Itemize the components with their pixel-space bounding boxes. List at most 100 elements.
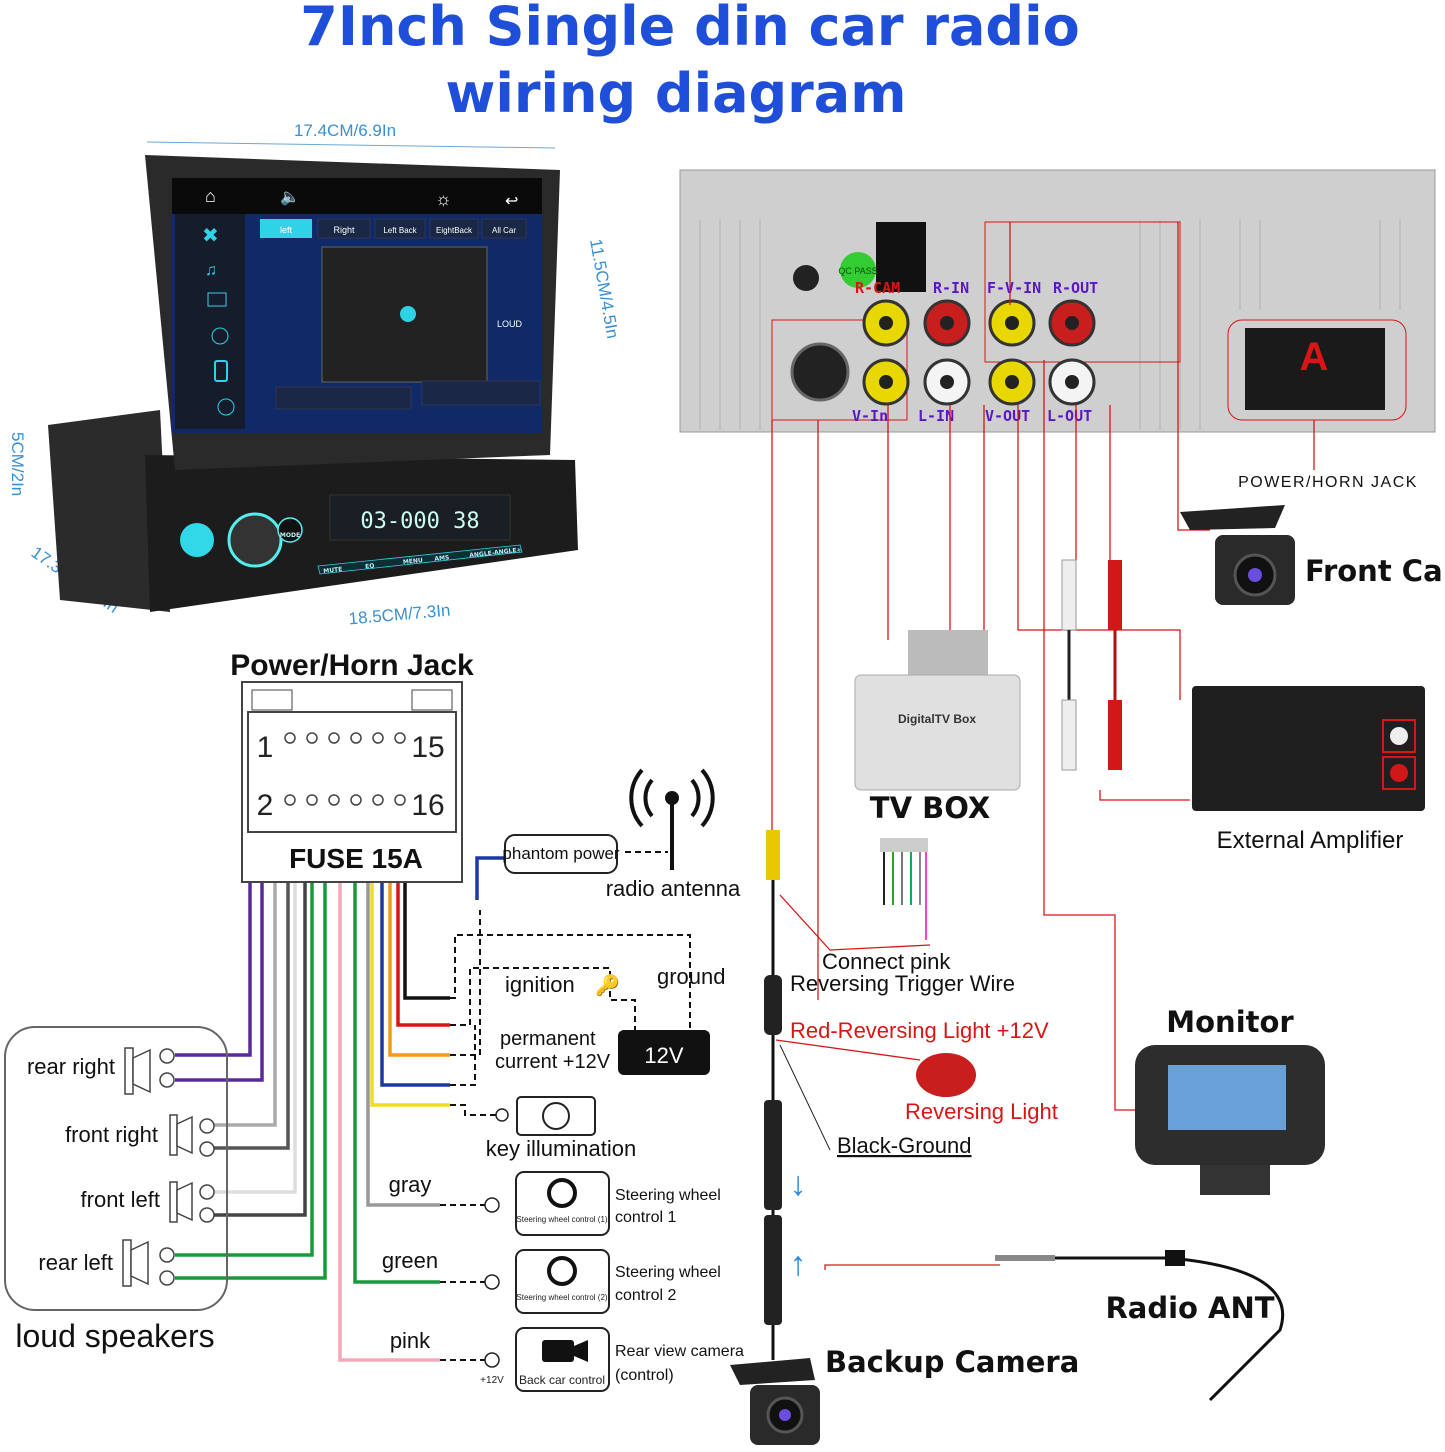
black-ground-label: Black-Ground (837, 1133, 972, 1158)
swc2-box-label: Steering wheel control (2) (516, 1293, 607, 1302)
tab-left[interactable] (260, 219, 312, 238)
power-horn-jack-label: POWER/HORN JACK (1238, 474, 1418, 491)
dim-width-top: 17.4CM/6.9In (294, 121, 396, 140)
mode-button-label: MODE (280, 532, 300, 539)
front-camera: Front Camera (1180, 505, 1445, 605)
screen-tabs: left Right Left Back EightBack All Car (260, 218, 527, 239)
power-knob (180, 523, 214, 557)
pin-16: 16 (411, 789, 444, 822)
monitor: Monitor (1135, 1005, 1325, 1195)
jack-label-v-in: V-In (852, 407, 888, 425)
angle-plus-button-label: ANGLE+ (494, 547, 522, 557)
tab-right[interactable] (317, 218, 371, 239)
brightness-icon: ☼ (435, 189, 452, 209)
dashed-connections (440, 851, 691, 1361)
faceplate-button-strip (317, 544, 523, 575)
connect-pink-label: Connect pink (822, 949, 951, 974)
swc1-label-2: control 1 (615, 1209, 676, 1226)
home-icon: ⌂ (205, 186, 216, 206)
radio-ant-label: Radio ANT (1105, 1291, 1274, 1325)
music-icon: ♫ (205, 262, 217, 279)
external-amplifier: External Amplifier (1192, 686, 1425, 854)
swc2-box (515, 1249, 610, 1314)
radio-antenna-label: radio antenna (606, 876, 741, 901)
loud-speakers-label: loud speakers (15, 1318, 214, 1354)
radio-antenna-cable: Radio ANT (995, 1250, 1285, 1402)
tab-label: All Car (492, 226, 516, 235)
volume-knob (227, 512, 283, 568)
connection-labels: phantom power radio antenna ignition 🔑 g… (382, 768, 744, 1392)
speaker-rear-right-label: rear right (27, 1054, 115, 1079)
phantom-power-label: phantom power (502, 844, 620, 863)
tab-eight-back[interactable] (429, 218, 479, 239)
dim-height: 11.5CM/4.5In (586, 237, 622, 340)
key-icon: 🔑 (595, 973, 620, 997)
jack-label-r-in: R-IN (933, 279, 969, 297)
jack-label-v-out: V-OUT (985, 407, 1030, 425)
monitor-label: Monitor (1166, 1005, 1294, 1039)
pin-15: 15 (411, 731, 444, 764)
trigger-wire-label: Reversing Trigger Wire (790, 971, 1015, 996)
tab-left-back[interactable] (374, 218, 426, 239)
swc1-box (515, 1171, 610, 1236)
back-icon: ↩ (505, 193, 518, 210)
gray-label: gray (389, 1172, 432, 1197)
eq-button-label: EQ (365, 563, 375, 571)
antenna-socket (790, 342, 850, 402)
jack-label-l-in: L-IN (918, 407, 954, 425)
swc1-label-1: Steering wheel (615, 1187, 721, 1204)
rear-cam-label-2: (control) (615, 1367, 674, 1384)
harness-wires (175, 856, 505, 1362)
balance-handle[interactable] (400, 306, 416, 322)
pin-2: 2 (257, 789, 274, 822)
backup-camera-label: Backup Camera (825, 1345, 1079, 1379)
jack-label-r-cam: R-CAM (855, 279, 900, 297)
swc1-box-label: Steering wheel control (1) (516, 1215, 607, 1224)
swc2-label-2: control 2 (615, 1287, 676, 1304)
qc-sticker-text: QC PASS (838, 266, 877, 276)
steering-wheel-icon (547, 1178, 577, 1208)
backup-camera: Backup Camera (730, 1345, 1079, 1445)
jack-label-r-out: R-OUT (1053, 279, 1098, 297)
battery-label: 12V (644, 1043, 683, 1068)
tab-label: Left Back (383, 226, 417, 235)
ground-label: ground (657, 964, 726, 989)
permanent-current-label: current +12V (495, 1051, 611, 1073)
front-camera-label: Front Camera (1305, 554, 1445, 588)
rear-panel: QC PASS R-CAM R-IN F-V-IN R-OUT V-In L-I… (679, 169, 1436, 491)
speaker-rear-left-label: rear left (38, 1250, 113, 1275)
dim-depth-left: 5CM/2In (8, 432, 27, 496)
mute-button-label: MUTE (323, 566, 343, 575)
pin-1: 1 (257, 731, 274, 764)
reversing-labels: Connect pink Reversing Trigger Wire Red-… (779, 949, 1058, 1158)
qc-sticker (840, 252, 876, 288)
rca-jacks (862, 299, 1096, 406)
tab-all-car[interactable] (481, 218, 527, 239)
speaker-front-left-label: front left (81, 1187, 160, 1212)
tv-box-brand: DigitalTV Box (898, 712, 976, 726)
loud-checkbox[interactable]: LOUD (497, 319, 523, 329)
reversing-light-image (916, 1053, 976, 1097)
tools-icon: ✖ (202, 225, 219, 247)
display-icon (207, 292, 227, 307)
head-unit-image: 17.4CM/6.9In 11.5CM/4.5In 5CM/2In 17.3CM… (8, 121, 622, 628)
pink-label: pink (390, 1328, 431, 1353)
green-label: green (382, 1248, 438, 1273)
jack-label-f-v-in: F-V-IN (987, 279, 1041, 297)
arrow-down-icon: ↓ (790, 1165, 807, 1203)
battery-icon (618, 1030, 710, 1075)
menu-button-label: MENU (403, 557, 424, 566)
lcd-display: 03-000 38 (360, 509, 479, 534)
power-connector (1245, 328, 1385, 410)
ignition-label: ignition (505, 972, 575, 997)
jack-label-l-out: L-OUT (1047, 407, 1092, 425)
tab-label: Right (333, 225, 355, 235)
red-light-label: Red-Reversing Light +12V (790, 1018, 1049, 1043)
angle-minus-button-label: ANGLE- (469, 550, 495, 560)
title-line2: wiring diagram (445, 62, 906, 125)
rca-cables (1061, 559, 1122, 771)
speaker-front-right-label: front right (65, 1122, 158, 1147)
clock-icon (211, 327, 229, 345)
video-camera-icon (542, 1340, 574, 1362)
